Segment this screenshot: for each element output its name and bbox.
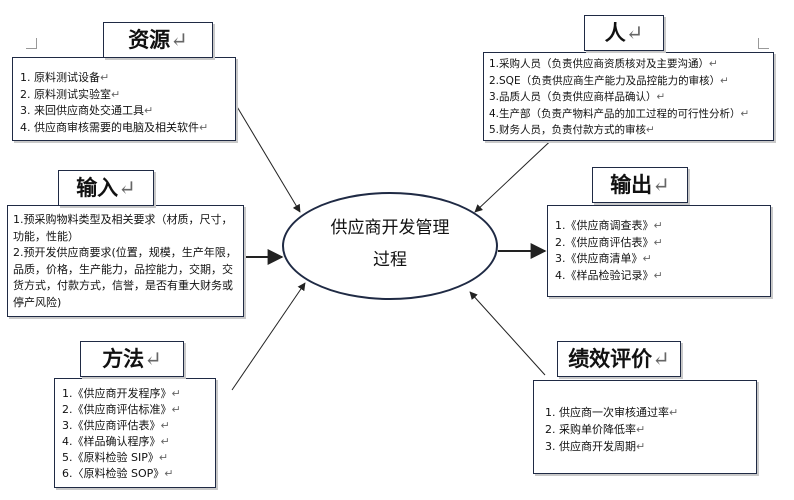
list-item: 2.SQE（负责供应商生产能力及品控能力的审核）↵: [489, 74, 729, 87]
list-item: 4.生产部（负责产物料产品的加工过程的可行性分析）↵: [489, 107, 750, 120]
center-line-1: 供应商开发管理: [330, 218, 450, 238]
arrow-method: [231, 282, 306, 391]
center-process-label: 供应商开发管理 过程: [282, 212, 498, 276]
arrow-people: [474, 131, 561, 213]
output-title-box: 输出↵: [592, 167, 688, 203]
list-item: 2.预开发供应商要求(位置，规模，生产年限，品质，价格，生产能力，品控能力，交期…: [13, 246, 237, 309]
page-corner-mark: [26, 38, 37, 49]
list-item: 1. 原料测试设备↵: [20, 71, 110, 84]
list-item: 3.《供应商评估表》↵: [62, 419, 170, 432]
method-title-box: 方法↵: [80, 341, 184, 377]
list-item: 6.〈原料检验 SOP》↵: [62, 467, 174, 480]
list-item: 2. 原料测试实验室↵: [20, 87, 121, 101]
center-process-ellipse: [282, 192, 498, 300]
list-item: 4. 供应商审核需要的电脑及相关软件↵: [20, 120, 209, 134]
resources-title-box: 资源↵: [103, 22, 213, 58]
paragraph-mark: ↵: [170, 28, 188, 52]
arrow-resources: [235, 104, 301, 213]
list-item: 1.《供应商调查表》↵: [555, 219, 663, 232]
performance-list: 1. 供应商一次审核通过率↵ 2. 采购单价降低率↵ 3. 供应商开发周期↵: [545, 404, 750, 455]
list-item: 1.《供应商开发程序》↵: [62, 387, 181, 400]
list-item: 3. 供应商开发周期↵: [545, 440, 646, 453]
method-title: 方法: [102, 346, 145, 371]
list-item: 3.《供应商清单》↵: [555, 252, 652, 265]
page-corner-mark: [758, 38, 769, 49]
input-box: [7, 205, 244, 317]
list-item: 4.《样品确认程序》↵: [62, 435, 170, 448]
people-box: [483, 52, 774, 141]
list-item: 2.《供应商评估表》↵: [555, 235, 663, 249]
output-list: 1.《供应商调查表》↵ 2.《供应商评估表》↵ 3.《供应商清单》↵ 4.《样品…: [555, 218, 765, 284]
list-item: 2. 采购单价降低率↵: [545, 423, 646, 436]
list-item: 3.品质人员（负责供应商样品确认）↵: [489, 91, 666, 103]
list-item: 1.预采购物料类型及相关要求（材质，尺寸，功能，性能）: [13, 213, 233, 243]
input-title: 输入: [76, 175, 119, 200]
list-item: 1.采购人员（负责供应商资质核对及主要沟通）↵: [489, 58, 718, 70]
method-box: [54, 378, 216, 488]
people-list: 1.采购人员（负责供应商资质核对及主要沟通）↵ 2.SQE（负责供应商生产能力及…: [489, 56, 772, 139]
list-item: 3. 来回供应商处交通工具↵: [20, 104, 154, 117]
list-item: 5.财务人员，负责付款方式的审核↵: [489, 124, 655, 136]
performance-title-box: 绩效评价↵: [557, 341, 681, 377]
output-box: [547, 205, 771, 297]
output-title: 输出: [610, 172, 653, 197]
list-item: 1. 供应商一次审核通过率↵: [545, 406, 679, 419]
list-item: 2.《供应商评估标准》↵: [62, 403, 181, 416]
center-line-2: 过程: [373, 250, 407, 270]
resources-title: 资源: [128, 27, 171, 52]
resources-list: 1. 原料测试设备↵ 2. 原料测试实验室↵ 3. 来回供应商处交通工具↵ 4.…: [20, 70, 235, 136]
list-item: 5.《原料检验 SIP》↵: [62, 451, 169, 464]
people-title-box: 人↵: [584, 15, 664, 51]
performance-box: [533, 380, 757, 474]
list-item: 4.《样品检验记录》↵: [555, 268, 663, 282]
people-title: 人: [604, 20, 626, 45]
arrow-performance: [469, 291, 546, 376]
method-list: 1.《供应商开发程序》↵ 2.《供应商评估标准》↵ 3.《供应商评估表》↵ 4.…: [62, 386, 214, 482]
input-list: 1.预采购物料类型及相关要求（材质，尺寸，功能，性能） 2.预开发供应商要求(位…: [13, 212, 241, 311]
input-title-box: 输入↵: [58, 170, 154, 206]
performance-title: 绩效评价: [568, 346, 653, 371]
